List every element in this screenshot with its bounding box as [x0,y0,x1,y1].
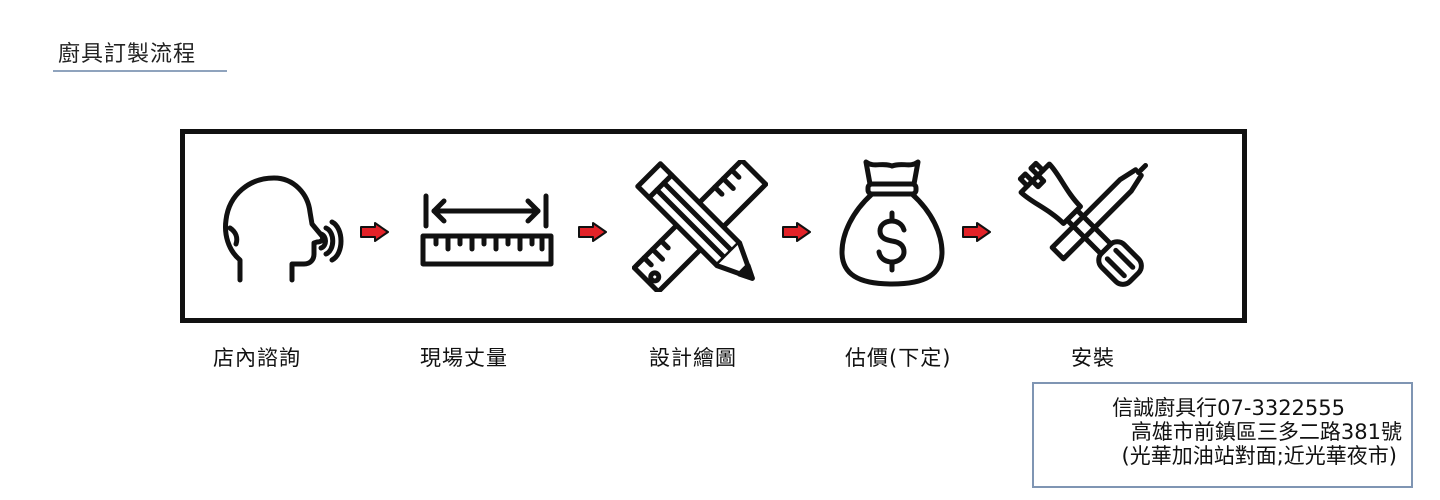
ruler-measure-icon [420,186,554,270]
step-label-measure: 現場丈量 [420,346,508,370]
page-title: 廚具訂製流程 [58,42,197,67]
step-label-quote: 估價(下定) [845,346,952,370]
right-arrow-icon [360,222,390,246]
right-arrow-icon [578,222,608,246]
right-arrow-icon [782,222,812,246]
contact-box: 信誠廚具行07-3322555 高雄市前鎮區三多二路381號 (光華加油站對面;… [1032,382,1413,488]
step-label-install: 安裝 [1071,346,1115,370]
pencil-ruler-icon [632,160,768,292]
contact-name-phone: 信誠廚具行07-3322555 [1112,396,1345,420]
step-label-design: 設計繪圖 [649,346,737,370]
speaking-head-icon [222,172,344,284]
tools-icon [1016,160,1152,294]
right-arrow-icon [962,222,992,246]
contact-address: 高雄市前鎮區三多二路381號 [1130,420,1402,444]
title-underline [53,70,227,72]
money-bag-icon [838,156,946,288]
contact-landmark: (光華加油站對面;近光華夜市) [1121,444,1397,468]
step-label-consult: 店內諮詢 [213,346,301,370]
